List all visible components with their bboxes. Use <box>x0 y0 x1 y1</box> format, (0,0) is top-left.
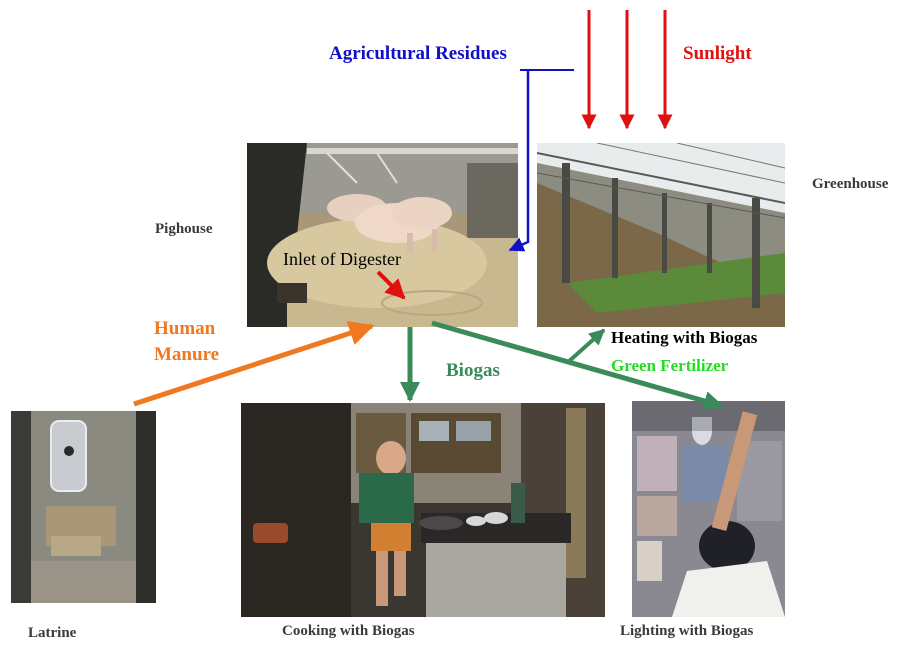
greenhouse-photo <box>537 143 785 327</box>
cooking-photo <box>241 403 605 617</box>
biogas-to-greenhouse-arrow <box>565 328 606 365</box>
pighouse-photo <box>247 143 518 327</box>
human-manure-label-line1: Human <box>154 318 216 339</box>
biogas-to-lighting-arrow <box>431 320 724 411</box>
sunlight-label: Sunlight <box>683 43 752 64</box>
latrine-label: Latrine <box>28 625 77 641</box>
latrine-photo <box>11 411 156 603</box>
agricultural-residues-label: Agricultural Residues <box>329 43 507 64</box>
green-fertilizer-label: Green Fertilizer <box>611 356 729 375</box>
biogas-label: Biogas <box>446 360 500 381</box>
lighting-with-biogas-label: Lighting with Biogas <box>620 623 754 639</box>
greenhouse-label: Greenhouse <box>812 176 889 192</box>
inlet-of-digester-label: Inlet of Digester <box>283 249 401 269</box>
residues-arrow <box>508 70 530 252</box>
cooking-with-biogas-label: Cooking with Biogas <box>282 623 415 639</box>
lighting-photo <box>632 401 785 617</box>
pighouse-label: Pighouse <box>155 221 213 237</box>
human-manure-arrow <box>133 321 375 407</box>
human-manure-label-line2: Manure <box>154 344 220 365</box>
heating-with-biogas-label: Heating with Biogas <box>611 328 758 347</box>
inlet-arrow <box>376 270 406 300</box>
